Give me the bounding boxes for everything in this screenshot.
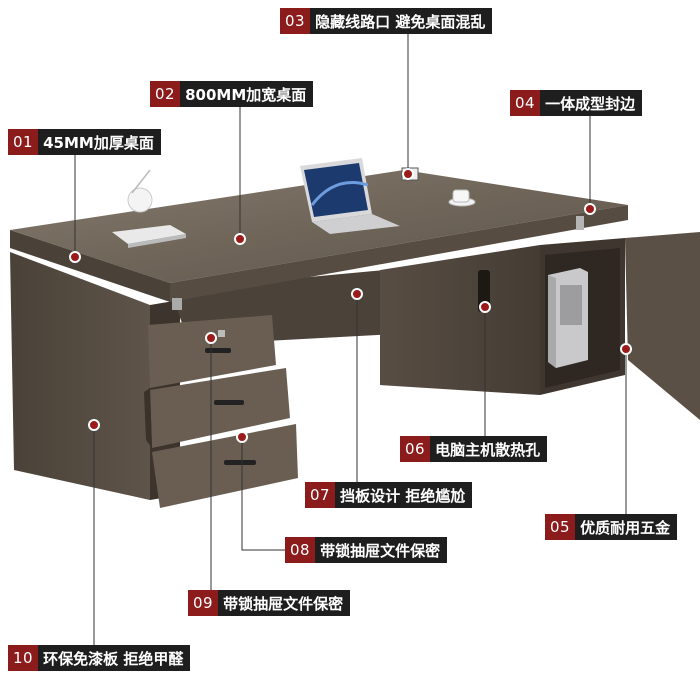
laptop bbox=[300, 158, 400, 234]
right-cabinet bbox=[380, 245, 540, 395]
callout-text: 带锁抽屉文件保密 bbox=[315, 537, 448, 563]
marker-02 bbox=[234, 233, 246, 245]
callout-number: 08 bbox=[285, 537, 316, 563]
callout-number: 01 bbox=[8, 129, 39, 155]
callout-number: 05 bbox=[545, 514, 576, 540]
callout-number: 06 bbox=[400, 436, 431, 462]
marker-04 bbox=[584, 203, 596, 215]
callout-10: 10 环保免漆板 拒绝甲醛 bbox=[8, 645, 191, 671]
callout-text: 挡板设计 拒绝尴尬 bbox=[335, 482, 473, 508]
coffee-cup bbox=[448, 189, 476, 207]
marker-10 bbox=[88, 419, 100, 431]
marker-01 bbox=[69, 251, 81, 263]
marker-07 bbox=[351, 288, 363, 300]
callout-number: 04 bbox=[510, 90, 541, 116]
left-pedestal bbox=[10, 252, 150, 500]
callout-number: 07 bbox=[305, 482, 336, 508]
callout-text: 优质耐用五金 bbox=[575, 514, 678, 540]
callout-01: 01 45MM加厚桌面 bbox=[8, 129, 161, 155]
callout-05: 05 优质耐用五金 bbox=[545, 514, 678, 540]
callout-number: 03 bbox=[280, 8, 311, 34]
callout-09: 09 带锁抽屉文件保密 bbox=[188, 590, 351, 616]
marker-05 bbox=[620, 343, 632, 355]
callout-08: 08 带锁抽屉文件保密 bbox=[285, 537, 448, 563]
desk-lamp bbox=[112, 169, 186, 248]
pc-tower bbox=[548, 268, 588, 368]
marker-08 bbox=[236, 431, 248, 443]
callout-text: 800MM加宽桌面 bbox=[180, 81, 314, 107]
callout-number: 02 bbox=[150, 81, 181, 107]
callout-03: 03 隐藏线路口 避免桌面混乱 bbox=[280, 8, 493, 34]
callout-04: 04 一体成型封边 bbox=[510, 90, 643, 116]
callout-text: 电脑主机散热孔 bbox=[430, 436, 548, 462]
callout-text: 环保免漆板 拒绝甲醛 bbox=[38, 645, 191, 671]
callout-text: 一体成型封边 bbox=[540, 90, 643, 116]
callout-text: 隐藏线路口 避免桌面混乱 bbox=[310, 8, 493, 34]
callout-number: 10 bbox=[8, 645, 39, 671]
marker-09 bbox=[205, 332, 217, 344]
callout-text: 带锁抽屉文件保密 bbox=[218, 590, 351, 616]
callout-text: 45MM加厚桌面 bbox=[38, 129, 161, 155]
marker-06 bbox=[479, 301, 491, 313]
drawer-unit bbox=[144, 315, 298, 508]
marker-03 bbox=[402, 168, 414, 180]
cabinet-door bbox=[625, 232, 700, 420]
callout-07: 07 挡板设计 拒绝尴尬 bbox=[305, 482, 473, 508]
callout-number: 09 bbox=[188, 590, 219, 616]
callout-06: 06 电脑主机散热孔 bbox=[400, 436, 548, 462]
callout-02: 02 800MM加宽桌面 bbox=[150, 81, 314, 107]
